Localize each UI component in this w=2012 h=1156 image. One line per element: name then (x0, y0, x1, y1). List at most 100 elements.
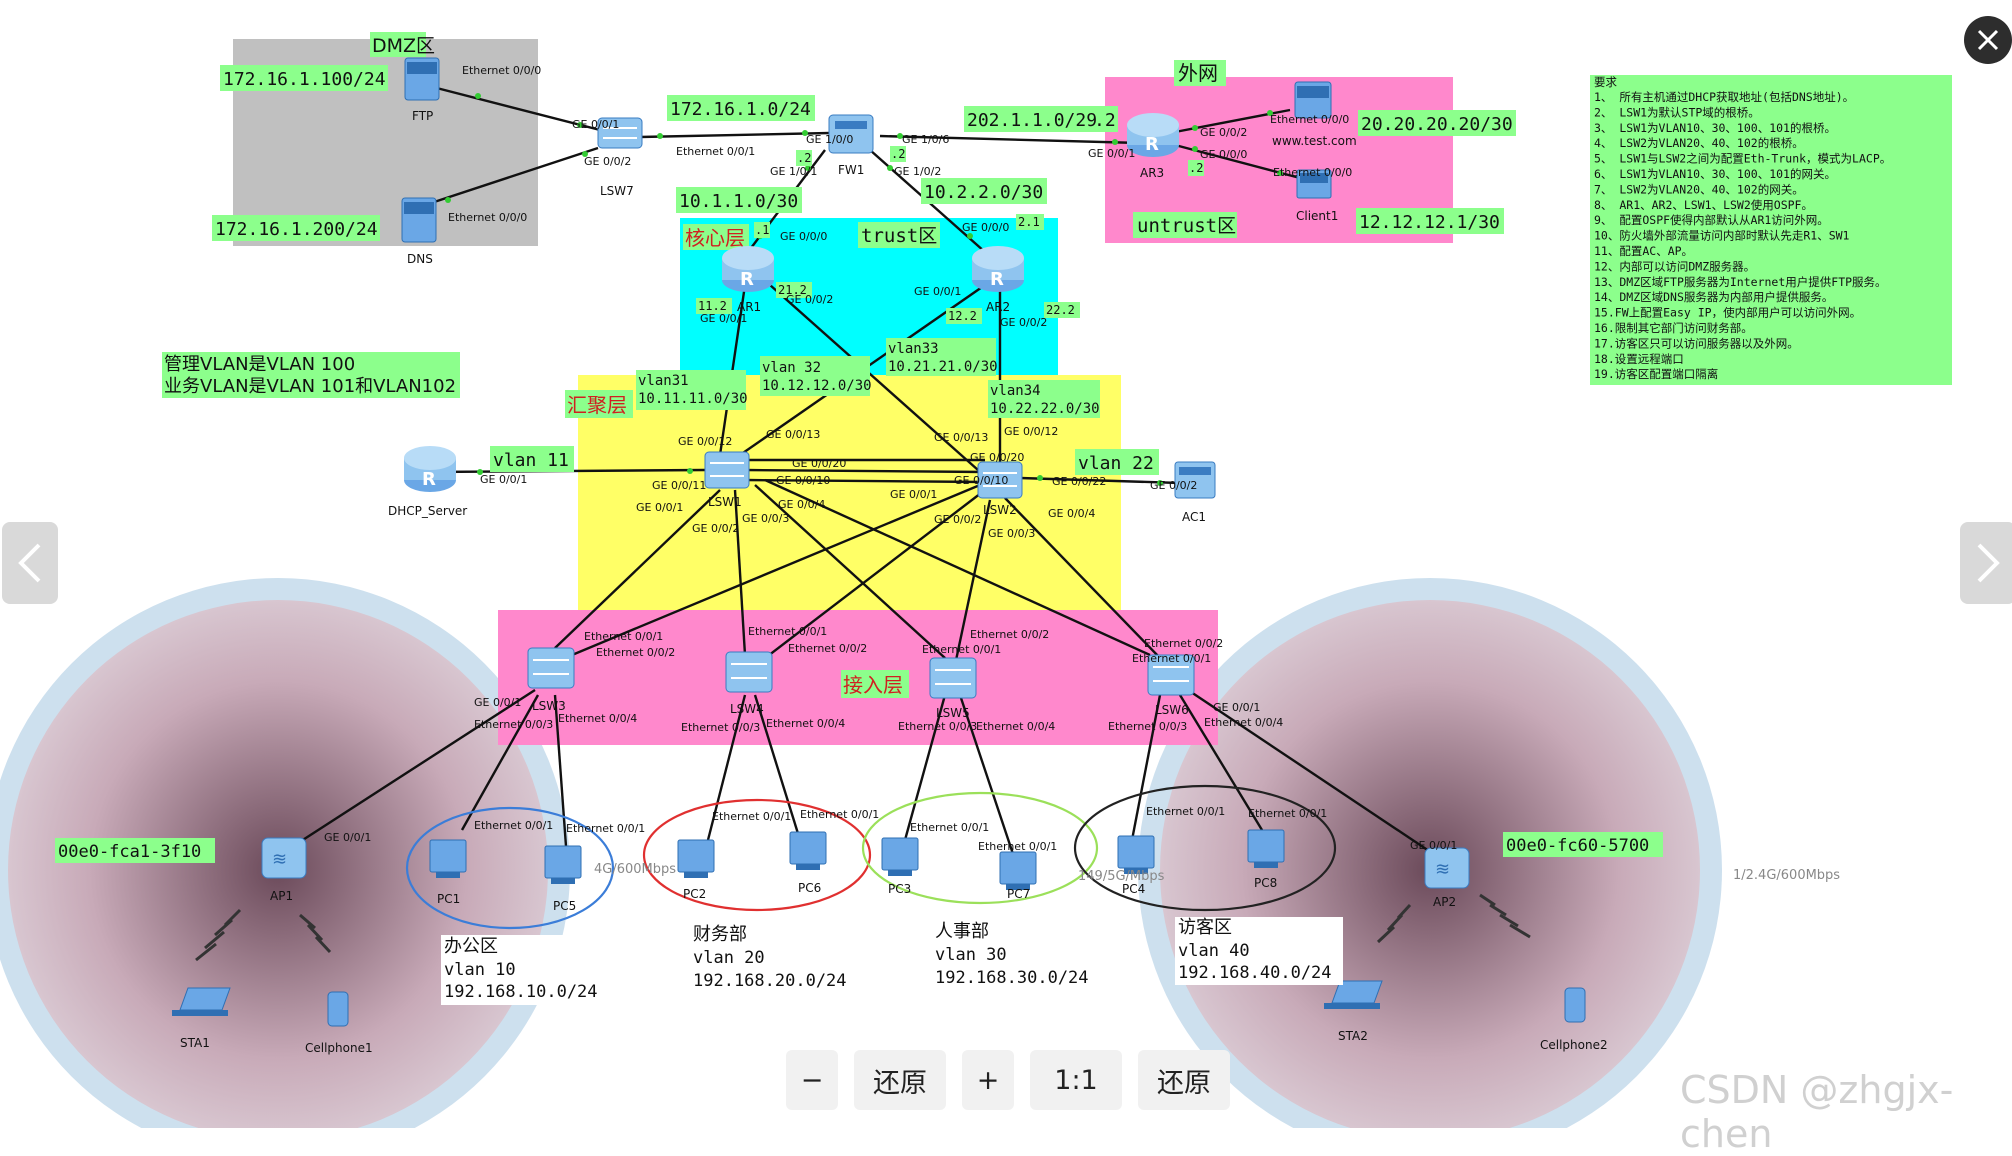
restore-button-2[interactable]: 还原 (1138, 1050, 1230, 1110)
requirement-item: 10、防火墙外部流量访问内部时默认先走R1、SW1 (1594, 229, 1850, 243)
pc5-label: PC5 (553, 899, 576, 913)
office-group (405, 806, 615, 930)
port-label: GE 0/0/13 (934, 431, 988, 444)
port-label: GE 0/0/20 (970, 451, 1024, 464)
vlan32-net: 10.12.12.0/30 (762, 378, 872, 394)
ap2-access-point[interactable]: ≋ (1424, 847, 1470, 889)
cellphone1[interactable] (327, 991, 349, 1027)
lsw5-label: LSW5 (936, 706, 970, 720)
port-label: Ethernet 0/0/0 (1270, 113, 1349, 126)
lsw6-label: LSW6 (1155, 703, 1189, 717)
lsw5-switch[interactable] (929, 657, 977, 699)
dhcp-server[interactable]: R (404, 446, 456, 492)
pc1-host[interactable] (429, 839, 467, 878)
pc3-label: PC3 (888, 882, 911, 896)
port-label: GE 0/0/1 (636, 501, 683, 514)
zoom-in-button[interactable]: + (962, 1050, 1014, 1110)
pc7-host[interactable] (999, 851, 1037, 890)
router-glyph: R (990, 269, 1004, 290)
prev-image-button[interactable] (2, 522, 58, 604)
ac1-label: AC1 (1182, 510, 1206, 524)
wifi-icon: ≋ (1435, 859, 1450, 880)
port-label: GE 0/0/10 (954, 474, 1008, 487)
port-label: Ethernet 0/0/2 (596, 646, 675, 659)
sta1-label: STA1 (180, 1036, 210, 1050)
ar2-router[interactable]: R (972, 246, 1024, 292)
fw1-firewall[interactable] (828, 114, 874, 154)
ap1-mac-bg (55, 838, 215, 863)
lsw7-switch[interactable] (597, 117, 643, 149)
pc4-host[interactable] (1117, 835, 1155, 874)
vlan32-label: vlan 32 (762, 360, 821, 376)
wifi-signal-icon (195, 893, 1531, 962)
close-button[interactable] (1964, 16, 2012, 64)
dns-server[interactable] (401, 197, 437, 243)
ftp-server[interactable] (404, 57, 440, 101)
pc6-host[interactable] (789, 831, 827, 870)
hr-vlan: vlan 30 (935, 945, 1007, 965)
lsw2-switch[interactable] (977, 461, 1023, 499)
untrust-zone-title: untrust区 (1137, 215, 1236, 237)
requirement-item: 2、 LSW1为默认STP域的根桥。 (1594, 105, 1760, 119)
requirement-item: 19.访客区配置端口隔离 (1594, 367, 1718, 381)
zoom-out-button[interactable]: − (786, 1050, 838, 1110)
pc6-label: PC6 (798, 881, 821, 895)
vlan11-label: vlan 11 (493, 450, 569, 471)
web-server[interactable] (1294, 81, 1332, 119)
ac1-controller[interactable] (1174, 461, 1216, 499)
port-label: GE 0/0/1 (890, 488, 937, 501)
port-label: GE 0/0/1 (572, 118, 619, 131)
address-tag: 21.2 (778, 283, 807, 297)
lsw1-switch[interactable] (704, 451, 750, 489)
finance-net: 192.168.20.0/24 (693, 971, 847, 991)
cellphone2[interactable] (1564, 987, 1586, 1023)
subnet-labels: 172.16.1.100/24 172.16.1.200/24 172.16.1… (212, 65, 1516, 475)
port-label: GE 0/0/2 (1150, 479, 1197, 492)
chevron-right-icon (1977, 543, 2000, 583)
requirement-item: 15.FW上配置Easy IP，使内部用户可以访问外网。 (1594, 306, 1861, 320)
port-label: Ethernet 0/0/3 (898, 720, 977, 733)
port-label: GE 1/0/6 (902, 133, 949, 146)
requirement-item: 3、 LSW1为VLAN10、30、100、101的根桥。 (1594, 121, 1836, 135)
hr-net: 192.168.30.0/24 (935, 968, 1089, 988)
port-label: Ethernet 0/0/1 (566, 822, 645, 835)
pc1-label: PC1 (437, 892, 460, 906)
ftp-ip: 172.16.1.100/24 (223, 69, 386, 90)
sta1-laptop[interactable] (172, 987, 231, 1016)
ar3-router[interactable]: R (1127, 113, 1179, 157)
restore-button[interactable]: 还原 (854, 1050, 946, 1110)
router-glyph: R (422, 469, 436, 490)
pc3-host[interactable] (881, 837, 919, 876)
client1-host[interactable] (1296, 169, 1332, 199)
pc5-host[interactable] (544, 845, 582, 884)
pc2-label: PC2 (683, 887, 706, 901)
pc8-host[interactable] (1247, 829, 1285, 868)
ap1-access-point[interactable]: ≋ (261, 837, 307, 879)
fw-ar3-subnet: 202.1.1.0/29 (967, 110, 1097, 131)
image-viewer: DMZ区 外网 untrust区 核心层 trust区 汇聚层 接入层 管理VL… (0, 16, 2012, 1156)
lsw3-switch[interactable] (527, 647, 575, 689)
guest-group (1073, 784, 1337, 912)
actual-size-button[interactable]: 1:1 (1030, 1050, 1122, 1110)
dmz-zone-title-bg (370, 32, 426, 57)
lsw6-switch[interactable] (1147, 654, 1195, 696)
untrust-zone-title-bg (1133, 212, 1237, 238)
requirement-item: 16.限制其它部门访问财务部。 (1594, 321, 1753, 335)
port-label: Ethernet 0/0/1 (1146, 805, 1225, 818)
port-label: Ethernet 0/0/1 (474, 819, 553, 832)
lsw4-switch[interactable] (725, 651, 773, 693)
requirement-item: 11、配置AC、AP。 (1594, 244, 1693, 258)
sta2-laptop[interactable] (1324, 980, 1383, 1009)
server-subnet: 20.20.20.20/30 (1361, 114, 1513, 135)
next-image-button[interactable] (1960, 522, 2012, 604)
trust-zone-title-bg (858, 222, 940, 248)
port-label: Ethernet 0/0/1 (748, 625, 827, 638)
port-label: Ethernet 0/0/3 (681, 721, 760, 734)
pc2-host[interactable] (677, 839, 715, 878)
lsw3-label: LSW3 (532, 699, 566, 713)
port-label: GE 0/0/3 (742, 512, 789, 525)
vlan34-label: vlan34 (990, 383, 1041, 399)
ap1-label: AP1 (270, 889, 293, 903)
ar1-router[interactable]: R (722, 246, 774, 292)
port-label: GE 0/0/1 (324, 831, 371, 844)
